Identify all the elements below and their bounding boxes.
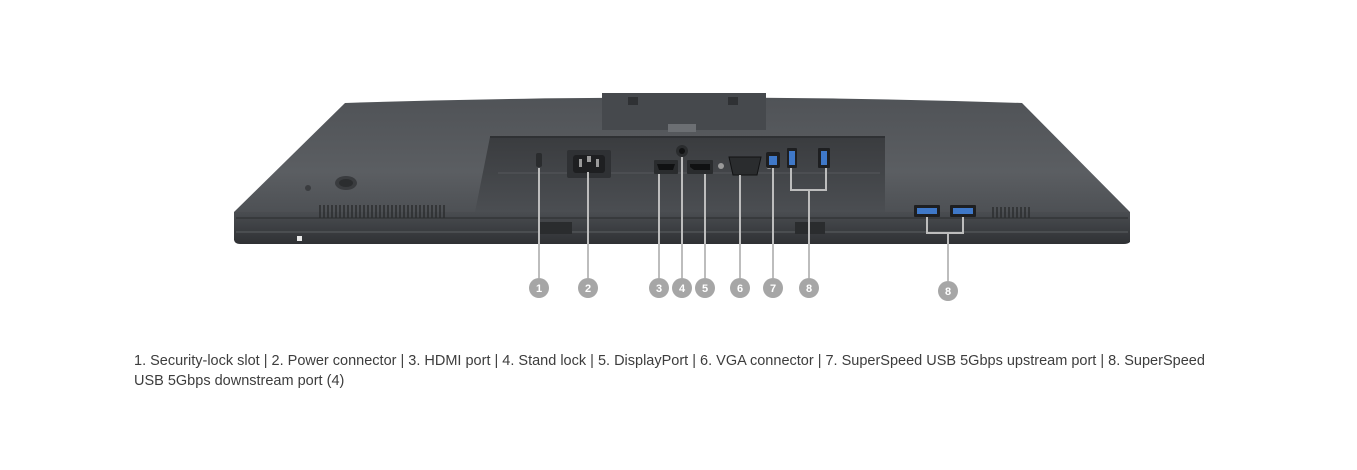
monitor-rear-view-illustration: 1 2 3 4 5 6 7 8 8 <box>234 93 1130 301</box>
usb-upstream-port-icon <box>766 152 780 168</box>
callout-number: 8 <box>806 283 812 295</box>
hdmi-port-icon <box>654 160 678 174</box>
vent-grille-right <box>992 207 1030 218</box>
callout-number: 8 <box>945 286 951 298</box>
power-led-indicator <box>297 236 302 241</box>
power-connector-icon <box>567 150 611 178</box>
usb-downstream-port-icon <box>787 148 830 168</box>
callout-marker-3: 3 <box>649 278 669 298</box>
callout-marker-8: 8 <box>799 278 819 298</box>
callout-marker-4: 4 <box>672 278 692 298</box>
callout-marker-6: 6 <box>730 278 750 298</box>
callout-marker-8-side: 8 <box>938 281 958 301</box>
callout-number: 1 <box>536 283 542 295</box>
callout-number: 4 <box>679 283 686 295</box>
callout-number: 6 <box>737 283 743 295</box>
usb-downstream-port-icon <box>914 205 976 217</box>
callout-number: 5 <box>702 283 708 295</box>
callout-number: 7 <box>770 283 776 295</box>
callout-number: 3 <box>656 283 662 295</box>
vent-grille-left <box>319 205 445 218</box>
callout-leader-lines <box>538 157 964 281</box>
port-legend-caption: 1. Security-lock slot | 2. Power connect… <box>134 353 1205 389</box>
stand-lock-icon <box>676 145 688 157</box>
security-lock-slot-icon <box>536 153 542 167</box>
callout-marker-5: 5 <box>695 278 715 298</box>
callout-marker-2: 2 <box>578 278 598 298</box>
callout-number: 2 <box>585 283 591 295</box>
displayport-icon <box>687 160 713 174</box>
callout-marker-1: 1 <box>529 278 549 298</box>
callout-marker-7: 7 <box>763 278 783 298</box>
